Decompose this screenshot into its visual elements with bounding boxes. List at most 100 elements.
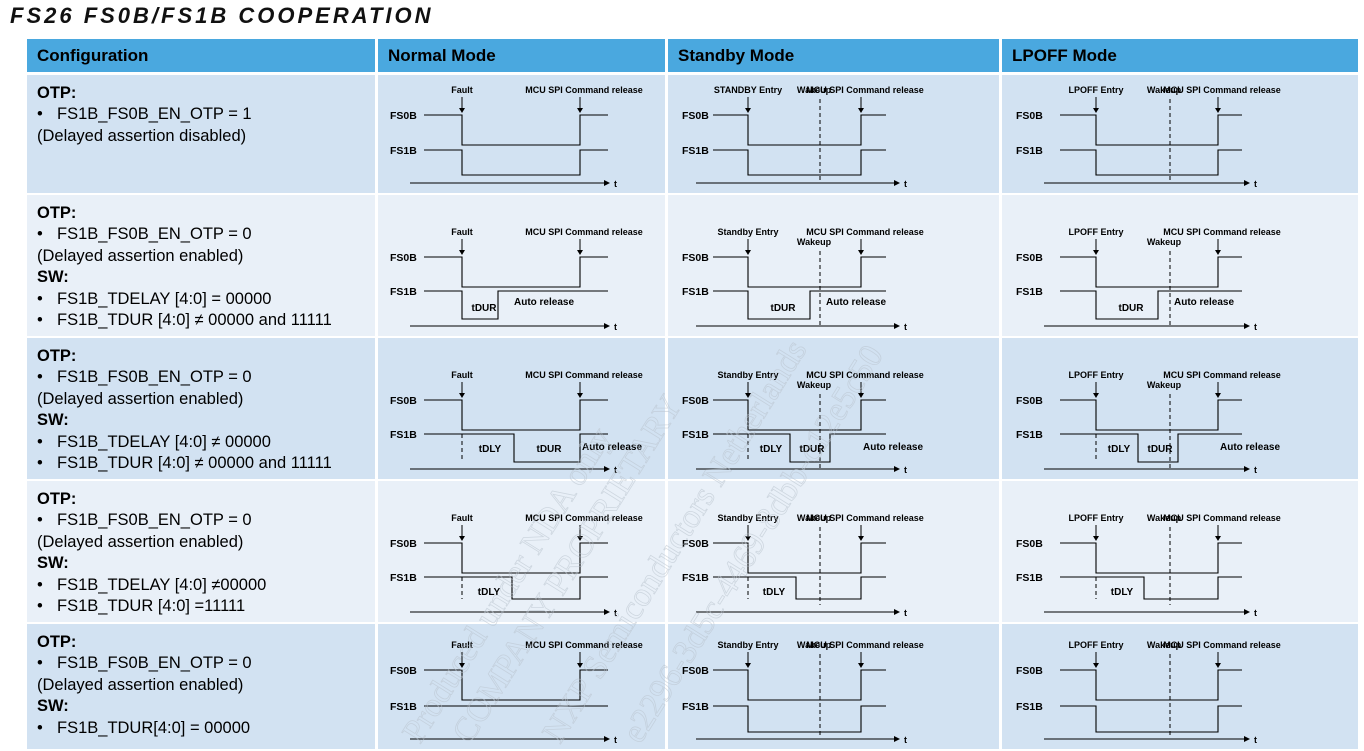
- mcu-release-label: MCU SPI Command release: [525, 640, 643, 650]
- fs0b-waveform: [424, 542, 608, 574]
- time-axis-label: t: [614, 322, 617, 332]
- config-setting-text: FS1B_FS0B_EN_OTP = 0: [57, 511, 252, 530]
- event-arrowhead: [577, 250, 583, 255]
- auto-release-label: Auto release: [1174, 297, 1234, 308]
- fs0b-waveform: [713, 542, 886, 574]
- event-arrowhead: [745, 663, 751, 668]
- config-note-text: (Delayed assertion enabled): [37, 389, 244, 408]
- configuration-cell: OTP:•FS1B_FS0B_EN_OTP = 0(Delayed assert…: [27, 195, 375, 336]
- mcu-release-label: MCU SPI Command release: [1163, 370, 1281, 380]
- fs0b-waveform: [424, 114, 608, 146]
- config-note-text: (Delayed assertion enabled): [37, 246, 244, 265]
- fs0b-waveform: [1060, 669, 1242, 701]
- fs1b-signal-label: FS1B: [390, 145, 417, 157]
- bullet-marker: •: [37, 511, 43, 530]
- fs0b-waveform: [1060, 399, 1242, 431]
- event-arrowhead: [459, 663, 465, 668]
- tdur-label: tDUR: [472, 303, 498, 314]
- config-setting-text: FS1B_TDUR [4:0] ≠ 00000 and 11111: [57, 454, 332, 473]
- fs1b-signal-label: FS1B: [1016, 572, 1043, 584]
- fs1b-signal-label: FS1B: [1016, 429, 1043, 441]
- config-note-text: (Delayed assertion enabled): [37, 675, 244, 694]
- config-setting-text: FS1B_TDUR [4:0] ≠ 00000 and 11111: [57, 311, 332, 330]
- fs0b-signal-label: FS0B: [390, 252, 417, 264]
- config-setting-text: FS1B_TDELAY [4:0] ≠ 00000: [57, 432, 271, 451]
- fs0b-signal-label: FS0B: [1016, 665, 1043, 677]
- fs1b-signal-label: FS1B: [390, 429, 417, 441]
- config-bullet-line: •FS1B_FS0B_EN_OTP = 1: [37, 104, 375, 125]
- wakeup-event-label: Wakeup: [797, 640, 832, 650]
- mcu-release-label: MCU SPI Command release: [1163, 85, 1281, 95]
- tdur-label: tDUR: [1119, 303, 1145, 314]
- event-arrowhead: [1093, 663, 1099, 668]
- bullet-marker: •: [37, 432, 43, 451]
- event-arrowhead: [1215, 663, 1221, 668]
- fs0b-waveform: [713, 669, 886, 701]
- page-title: FS26 FS0B/FS1B COOPERATION: [10, 3, 434, 28]
- wakeup-event-label: Wakeup: [797, 85, 832, 95]
- wakeup-event-label: Wakeup: [1147, 380, 1182, 390]
- auto-release-label: Auto release: [1220, 442, 1280, 453]
- fs0b-signal-label: FS0B: [682, 665, 709, 677]
- time-axis-label: t: [1254, 608, 1257, 618]
- tdly-label: tDLY: [760, 444, 783, 455]
- fs1b-waveform: [1060, 149, 1242, 176]
- fs1b-signal-label: FS1B: [390, 572, 417, 584]
- header-lpoff-mode: LPOFF Mode: [1002, 39, 1358, 72]
- header-configuration: Configuration: [27, 39, 375, 72]
- fs0b-signal-label: FS0B: [390, 538, 417, 550]
- fault-event-label: Fault: [451, 640, 473, 650]
- time-axis-label: t: [904, 735, 907, 745]
- fault-event-label: Fault: [451, 85, 473, 95]
- time-axis-arrowhead: [604, 180, 610, 186]
- event-arrowhead: [459, 393, 465, 398]
- fs0b-signal-label: FS0B: [1016, 395, 1043, 407]
- tdur-label: tDUR: [537, 444, 563, 455]
- header-standby-mode: Standby Mode: [668, 39, 999, 72]
- fs1b-waveform: [1060, 705, 1242, 733]
- fs0b-signal-label: FS0B: [682, 110, 709, 122]
- mcu-release-label: MCU SPI Command release: [525, 513, 643, 523]
- bullet-marker: •: [37, 368, 43, 387]
- mcu-release-label: MCU SPI Command release: [806, 85, 924, 95]
- fs1b-signal-label: FS1B: [1016, 701, 1043, 713]
- config-note-text: (Delayed assertion disabled): [37, 126, 247, 145]
- wakeup-event-label: Wakeup: [1147, 513, 1182, 523]
- event-arrowhead: [858, 536, 864, 541]
- event-arrowhead: [858, 663, 864, 668]
- event-arrowhead: [1093, 393, 1099, 398]
- time-axis-arrowhead: [894, 466, 900, 472]
- event-arrowhead: [745, 536, 751, 541]
- bullet-marker: •: [37, 105, 43, 124]
- config-bullet-line: •FS1B_TDUR [4:0] =11111: [37, 596, 375, 617]
- event-arrowhead: [459, 108, 465, 113]
- bullet-marker: •: [37, 225, 43, 244]
- fs0b-signal-label: FS0B: [390, 395, 417, 407]
- mcu-release-label: MCU SPI Command release: [1163, 513, 1281, 523]
- time-axis-arrowhead: [894, 736, 900, 742]
- fs1b-signal-label: FS1B: [390, 286, 417, 298]
- event-arrowhead: [1215, 536, 1221, 541]
- configuration-cell: OTP:•FS1B_FS0B_EN_OTP = 0(Delayed assert…: [27, 481, 375, 622]
- mcu-release-label: MCU SPI Command release: [525, 227, 643, 237]
- fs1b-signal-label: FS1B: [1016, 145, 1043, 157]
- time-axis-label: t: [1254, 735, 1257, 745]
- tdly-label: tDLY: [1111, 587, 1134, 598]
- fs1b-signal-label: FS1B: [682, 286, 709, 298]
- config-section-heading: OTP:: [37, 347, 77, 365]
- tdur-label: tDUR: [800, 444, 826, 455]
- time-axis-arrowhead: [604, 609, 610, 615]
- mcu-release-label: MCU SPI Command release: [1163, 227, 1281, 237]
- auto-release-label: Auto release: [863, 442, 923, 453]
- config-bullet-line: • FS1B_FS0B_EN_OTP = 0: [37, 510, 375, 531]
- config-setting-text: FS1B_FS0B_EN_OTP = 0: [57, 368, 252, 387]
